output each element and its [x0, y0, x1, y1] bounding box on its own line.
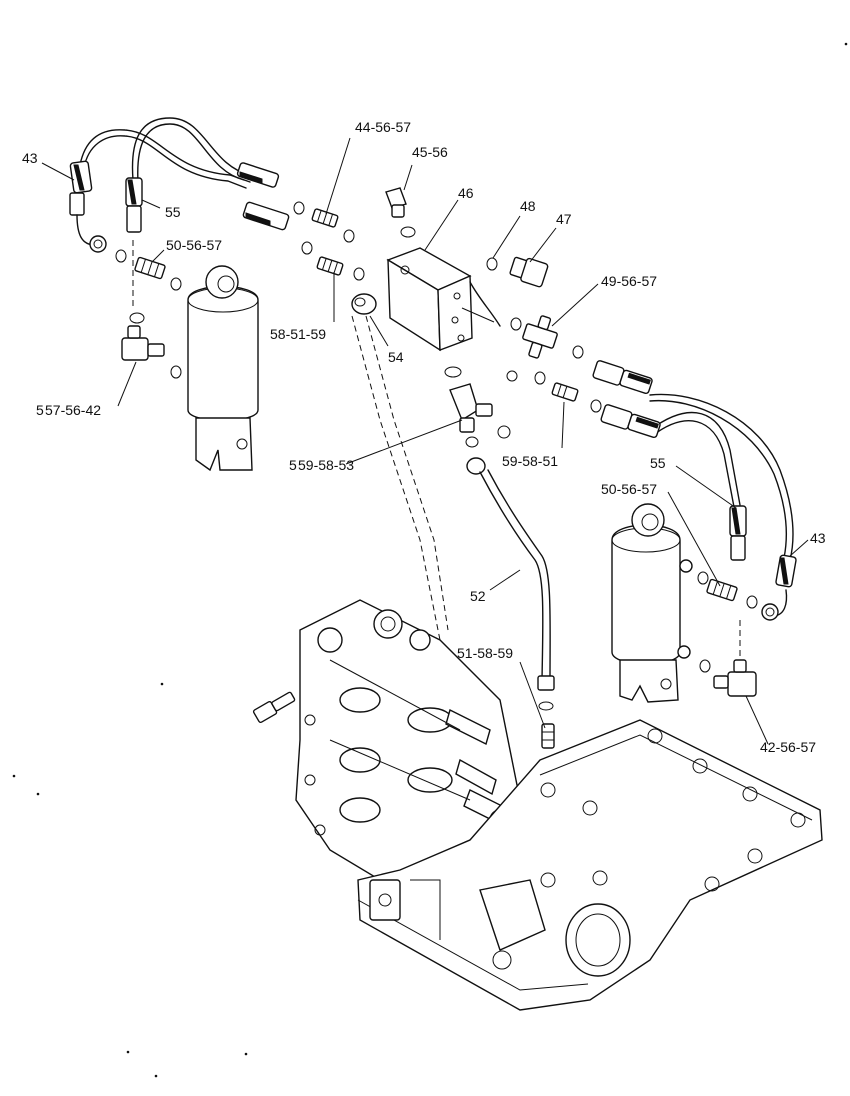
hose-fittings-right [506, 360, 661, 439]
hose-end-55-right [729, 505, 747, 561]
callout-55-left: 55 [165, 204, 181, 220]
adapters [134, 208, 738, 749]
callout-44-56-57: 44-56-57 [355, 119, 411, 135]
hose-end-55-left [125, 177, 143, 233]
callout-59-58-53-prefix: 5 [289, 457, 297, 473]
elbow-53 [449, 383, 493, 433]
plug-54 [351, 293, 377, 315]
pipe-52 [466, 457, 555, 691]
callout-57-56-42-prefix: 5 [36, 402, 44, 418]
callout-46: 46 [458, 185, 474, 201]
cylinder-left [187, 265, 259, 472]
callout-58-51-59: 58-51-59 [270, 326, 326, 342]
tee-42-left [121, 325, 165, 361]
housing-cover [357, 719, 823, 1011]
plug-47 [509, 256, 549, 288]
tee-42-right [713, 659, 757, 697]
bolt-left [252, 691, 296, 724]
callout-54: 54 [388, 349, 404, 365]
callout-47: 47 [556, 211, 572, 227]
callout-42-56-57: 42-56-57 [760, 739, 816, 755]
plug-45 [385, 187, 407, 218]
callout-52: 52 [470, 588, 486, 604]
callout-43-right: 43 [810, 530, 826, 546]
hose-lines [79, 117, 794, 561]
hose-end-43-left [69, 160, 107, 253]
callout-59-58-53: 59-58-53 [298, 457, 354, 473]
scan-specks [12, 42, 848, 1078]
hose-end-43-right [761, 554, 797, 621]
control-valve-stack [295, 599, 521, 881]
callout-57-56-42: 57-56-42 [45, 402, 101, 418]
callout-55-right: 55 [650, 455, 666, 471]
callout-51-58-59: 51-58-59 [457, 645, 513, 661]
callout-48: 48 [520, 198, 536, 214]
callout-59-58-51: 59-58-51 [502, 453, 558, 469]
callout-50-56-57-left: 50-56-57 [166, 237, 222, 253]
hose-fittings-center [236, 162, 290, 231]
callout-43-left: 43 [22, 150, 38, 166]
cylinder-right [611, 503, 693, 703]
callout-49-56-57: 49-56-57 [601, 273, 657, 289]
tee-49 [522, 315, 558, 359]
callout-45-56: 45-56 [412, 144, 448, 160]
leader-lines [41, 137, 809, 745]
valve-block-46 [386, 247, 501, 352]
callout-50-56-57-right: 50-56-57 [601, 481, 657, 497]
